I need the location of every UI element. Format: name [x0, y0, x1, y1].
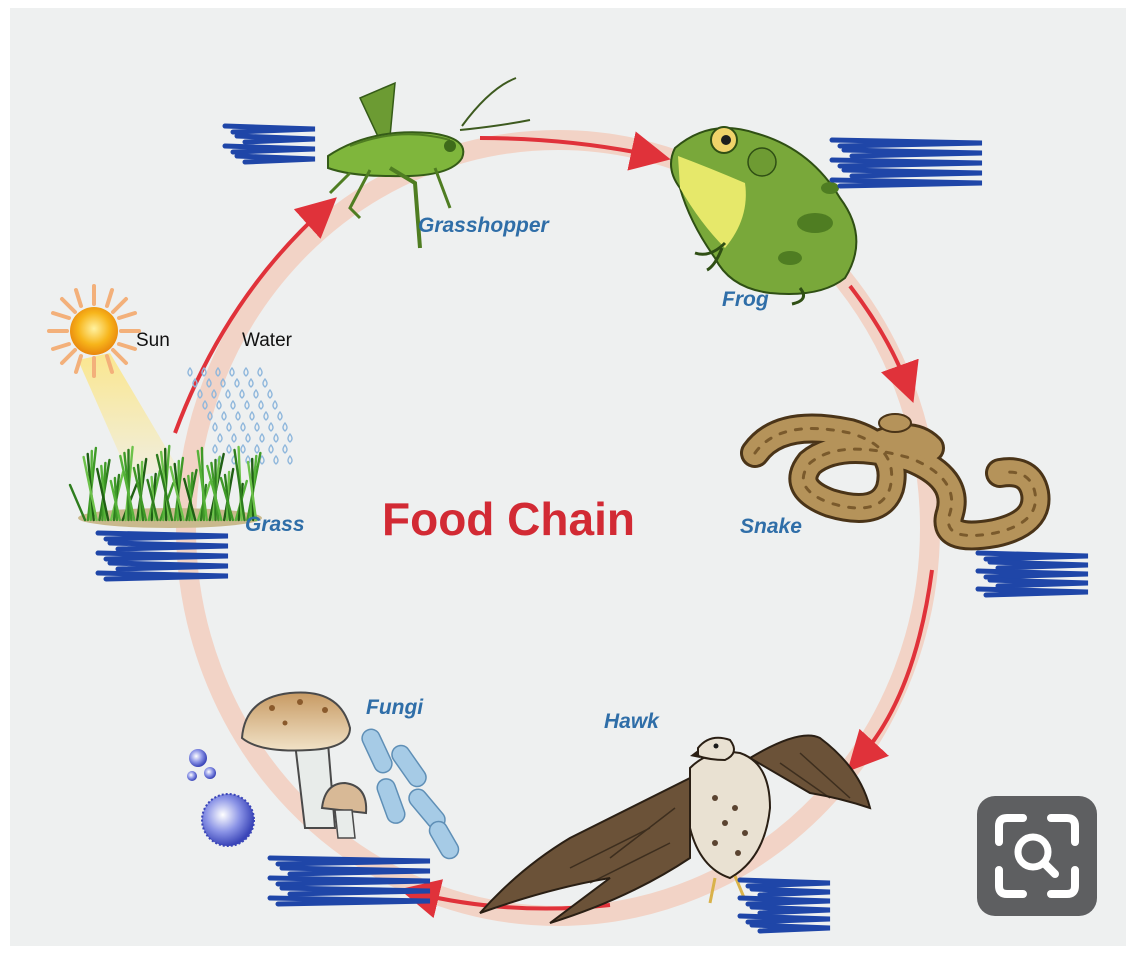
- scribble-stroke: [225, 146, 315, 152]
- water-drop: [240, 390, 244, 398]
- scribble-stroke: [282, 868, 430, 874]
- water-drop: [258, 368, 262, 376]
- scribble-stroke: [752, 907, 830, 913]
- water-drop: [236, 412, 240, 420]
- visual-search-icon: [977, 796, 1097, 916]
- water-drop: [188, 368, 192, 376]
- sun-illustration: [49, 286, 178, 478]
- water-drop: [274, 434, 278, 442]
- scribble-stroke: [978, 589, 1088, 595]
- scribble-stroke: [237, 156, 315, 162]
- label-grasshopper: Grasshopper: [418, 214, 549, 238]
- scribble-stroke: [978, 553, 1088, 559]
- scribble-stroke: [237, 136, 315, 142]
- water-drop: [264, 412, 268, 420]
- water-drop: [263, 379, 267, 387]
- scribble-stroke: [752, 889, 830, 895]
- scribble-stroke: [270, 878, 430, 884]
- scribble-stroke: [832, 160, 982, 166]
- water-drop: [255, 445, 259, 453]
- water-drop: [241, 445, 245, 453]
- water-drop: [246, 434, 250, 442]
- water-drop: [274, 456, 278, 464]
- scribble-stroke: [832, 140, 982, 146]
- scribble-stroke: [225, 126, 315, 132]
- scribble-stroke: [270, 858, 430, 864]
- water-drop: [278, 412, 282, 420]
- water-drop: [232, 434, 236, 442]
- water-drop: [255, 423, 259, 431]
- water-drop: [273, 401, 277, 409]
- scribble-stroke: [990, 562, 1088, 568]
- scribble-stroke: [270, 898, 430, 904]
- visual-search-button[interactable]: [977, 796, 1097, 916]
- scribble-stroke: [978, 571, 1088, 577]
- water-drop: [269, 445, 273, 453]
- label-frog: Frog: [722, 288, 769, 312]
- water-drop: [245, 401, 249, 409]
- water-drop: [213, 423, 217, 431]
- water-drop: [260, 434, 264, 442]
- water-drop: [254, 390, 258, 398]
- water-drop: [288, 434, 292, 442]
- water-drop: [231, 401, 235, 409]
- label-fungi: Fungi: [366, 696, 423, 720]
- water-drop: [213, 445, 217, 453]
- scribble-stroke: [740, 898, 830, 904]
- label-sun: Sun: [136, 330, 170, 352]
- water-drop: [241, 423, 245, 431]
- scribble-stroke: [110, 543, 228, 549]
- scribble-stroke: [832, 180, 982, 186]
- label-grass: Grass: [245, 513, 305, 537]
- water-drop: [227, 423, 231, 431]
- scribble-stroke: [282, 888, 430, 894]
- scribble-stroke: [110, 563, 228, 569]
- scribble-stroke: [740, 916, 830, 922]
- scribble-stroke: [844, 170, 982, 176]
- water-drop: [222, 412, 226, 420]
- scribble-stroke: [98, 573, 228, 579]
- water-drop: [218, 434, 222, 442]
- label-water: Water: [242, 330, 292, 352]
- water-drop: [227, 445, 231, 453]
- grass-blade: [70, 485, 85, 520]
- water-drop: [217, 401, 221, 409]
- water-drop: [230, 368, 234, 376]
- diagram-panel: Grasshopper Frog Snake Hawk Fungi Grass …: [10, 8, 1126, 946]
- water-drop: [235, 379, 239, 387]
- water-drop: [244, 368, 248, 376]
- water-drop: [249, 379, 253, 387]
- label-hawk: Hawk: [604, 710, 659, 734]
- frog-illustration: [671, 127, 856, 304]
- scribble-stroke: [990, 580, 1088, 586]
- water-drop: [283, 445, 287, 453]
- scribble-stroke: [98, 533, 228, 539]
- diagram-title: Food Chain: [382, 492, 635, 546]
- scribble-stroke: [844, 150, 982, 156]
- food-chain-diagram: [10, 8, 1126, 946]
- water-drop: [269, 423, 273, 431]
- water-drop: [250, 412, 254, 420]
- water-drop: [268, 390, 272, 398]
- scribble-stroke: [740, 880, 830, 886]
- scribble-stroke: [752, 925, 830, 931]
- water-drop: [226, 390, 230, 398]
- scribble-stroke: [98, 553, 228, 559]
- water-drop: [259, 401, 263, 409]
- water-drop: [283, 423, 287, 431]
- label-snake: Snake: [740, 515, 802, 539]
- water-drop: [288, 456, 292, 464]
